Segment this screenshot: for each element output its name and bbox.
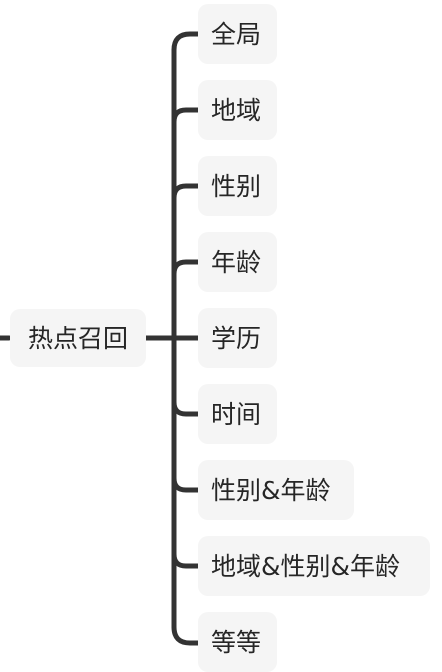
branch-node-region[interactable]: 地域	[198, 80, 277, 140]
branch-node-age[interactable]: 年龄	[198, 232, 277, 292]
branch-curve-7	[171, 551, 201, 569]
branch-node-region-gender-age[interactable]: 地域&性别&年龄	[198, 536, 430, 596]
branch-curve-6	[171, 475, 201, 493]
branch-node-gender[interactable]: 性别	[198, 156, 277, 216]
branch-node-etc[interactable]: 等等	[198, 612, 277, 672]
branch-curve-1	[171, 107, 201, 125]
branch-curve-3	[171, 259, 201, 277]
branch-curve-2	[171, 183, 201, 201]
branch-node-education[interactable]: 学历	[198, 308, 277, 368]
branch-node-time[interactable]: 时间	[198, 384, 277, 444]
branch-curve-0	[171, 31, 201, 53]
branch-curve-8	[171, 624, 201, 646]
root-node[interactable]: 热点召回	[10, 309, 146, 367]
branch-node-global[interactable]: 全局	[198, 4, 277, 64]
branch-node-gender-age[interactable]: 性别&年龄	[198, 460, 354, 520]
branch-curve-5	[171, 399, 201, 417]
